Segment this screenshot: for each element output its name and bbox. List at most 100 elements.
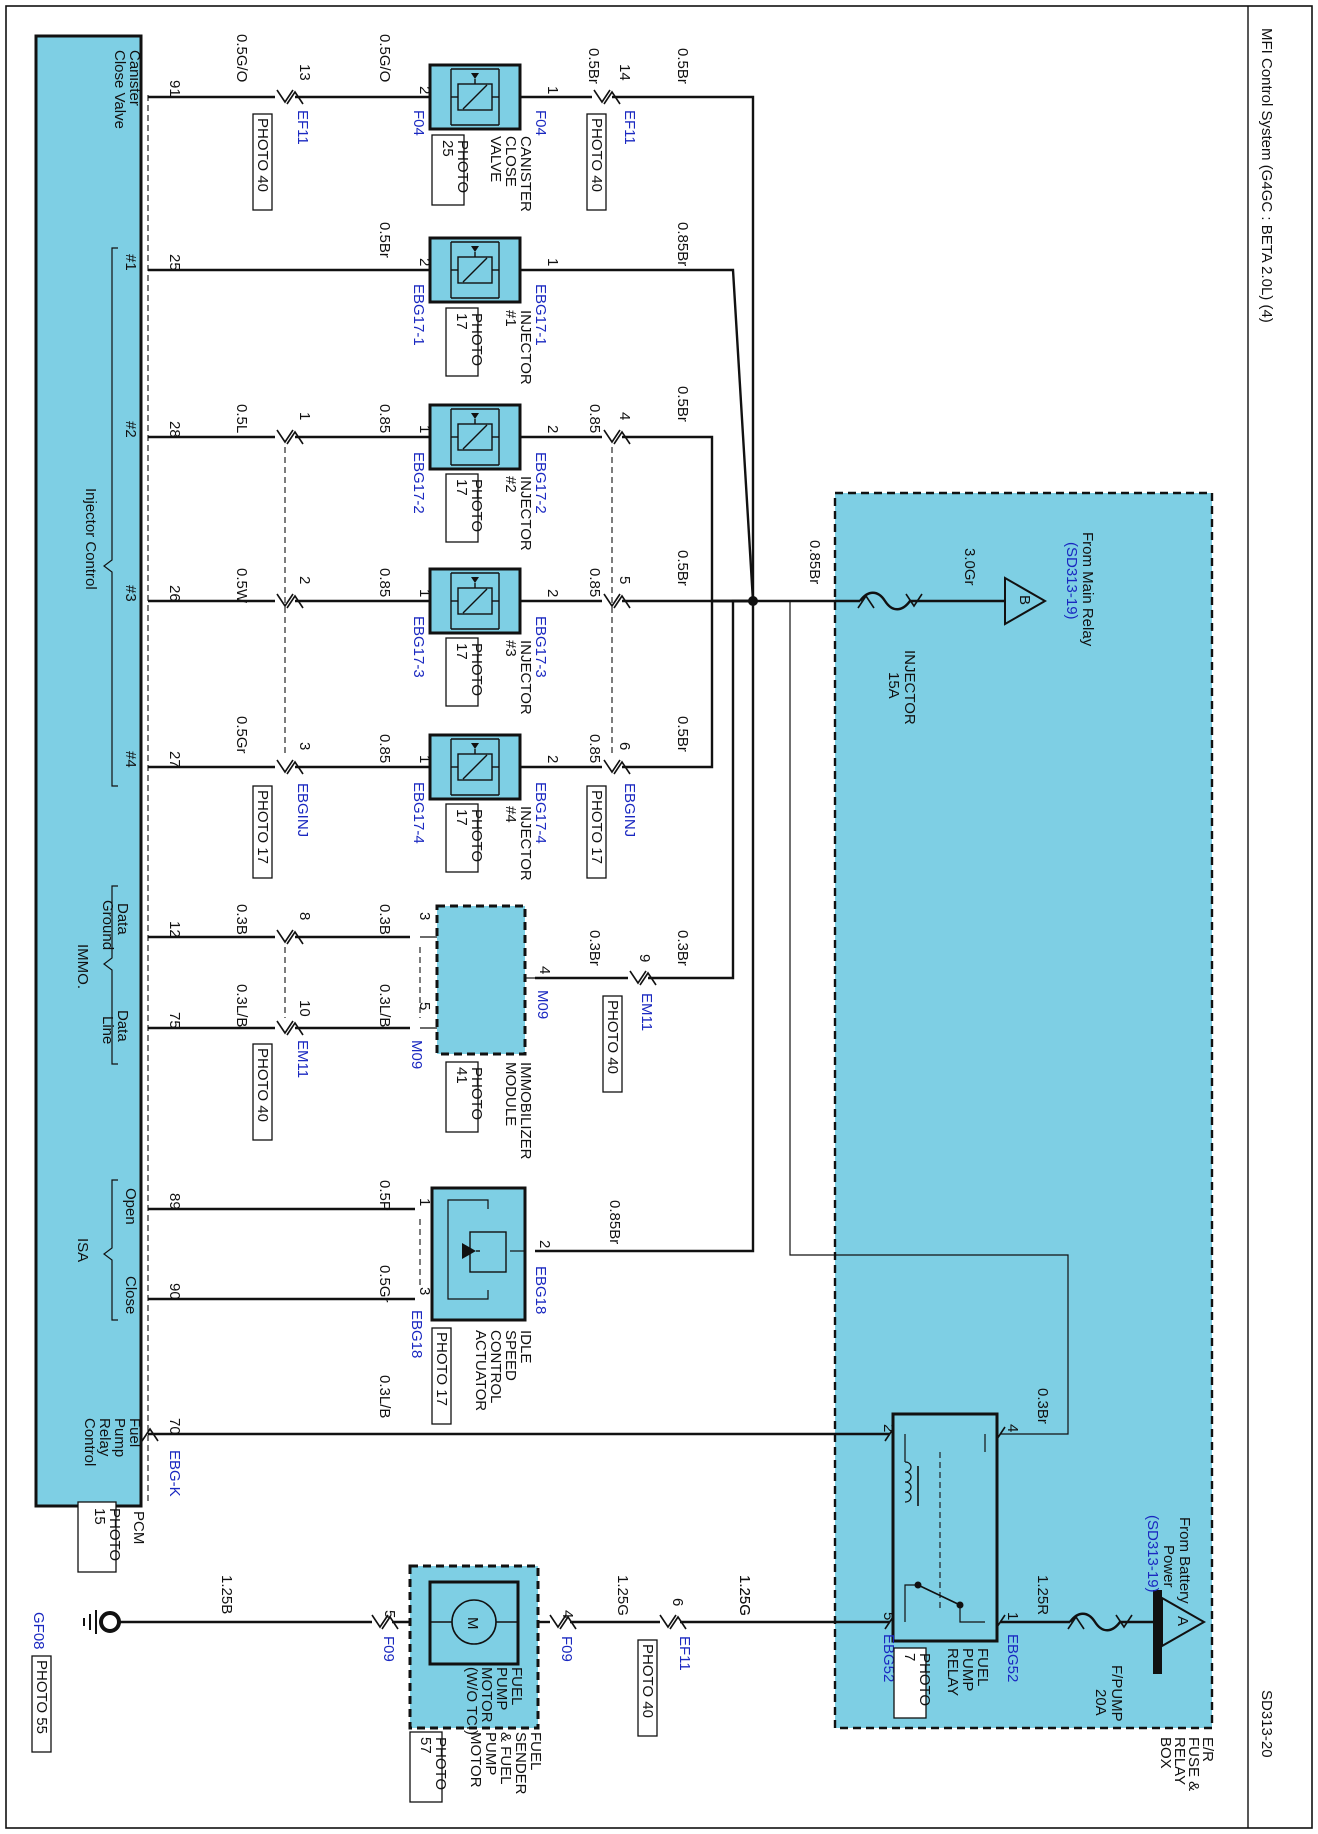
svg-text:8: 8 — [296, 912, 313, 920]
svg-text:PHOTO 40: PHOTO 40 — [639, 1644, 656, 1718]
battery-source: A From Battery Power (SD313-19) — [1144, 1515, 1207, 1648]
svg-text:PHOTO 40: PHOTO 40 — [588, 118, 605, 192]
svg-text:5: 5 — [880, 1612, 897, 1620]
page-frame — [5, 5, 1313, 1829]
svg-text:PHOTO: PHOTO — [468, 643, 485, 696]
pcm-module — [34, 34, 143, 1508]
svg-text:#1: #1 — [122, 254, 139, 271]
svg-text:9: 9 — [636, 954, 653, 962]
immobilizer-module: 4 M09 3 5 M09 IMMOBILIZER MODULE PHOTO 4… — [408, 904, 553, 1160]
svg-text:PHOTO 40: PHOTO 40 — [254, 1048, 271, 1122]
svg-text:13: 13 — [296, 64, 313, 81]
svg-text:1: 1 — [416, 755, 433, 763]
svg-text:EBG18: EBG18 — [408, 1310, 425, 1358]
fuse-box-label: E/R FUSE & RELAY BOX — [1157, 1737, 1216, 1791]
svg-text:0.5Br: 0.5Br — [674, 48, 691, 84]
injector-4: 2 1 EBG17-4 EBG17-4 INJECTOR #4 PHOTO 17… — [233, 716, 691, 881]
svg-text:6: 6 — [616, 742, 633, 750]
svg-text:FUEL: FUEL — [974, 1648, 991, 1686]
svg-text:0.85Br: 0.85Br — [806, 540, 823, 584]
svg-text:0.85: 0.85 — [586, 568, 603, 597]
svg-text:17: 17 — [453, 479, 470, 496]
svg-text:Canister: Canister — [126, 50, 143, 106]
svg-text:0.3B: 0.3B — [233, 904, 250, 935]
svg-text:0.3B: 0.3B — [376, 904, 393, 935]
svg-text:2: 2 — [416, 86, 433, 94]
svg-text:(SD313-19): (SD313-19) — [1063, 542, 1080, 620]
svg-text:PHOTO: PHOTO — [468, 479, 485, 532]
svg-text:0.85: 0.85 — [586, 404, 603, 433]
svg-text:PHOTO: PHOTO — [468, 1067, 485, 1120]
svg-text:PUMP: PUMP — [493, 1667, 510, 1710]
svg-text:FUEL: FUEL — [527, 1732, 544, 1770]
svg-text:M: M — [464, 1617, 481, 1630]
svg-text:1.25R: 1.25R — [1034, 1575, 1051, 1615]
idle-speed-control-actuator: 2 EBG18 1 3 EBG18 IDLE SPEED CONTROL ACT… — [408, 1186, 553, 1425]
svg-text:PHOTO: PHOTO — [916, 1653, 933, 1706]
svg-text:F09: F09 — [380, 1636, 397, 1662]
svg-text:FUEL: FUEL — [508, 1667, 525, 1705]
svg-text:2: 2 — [544, 589, 561, 597]
canister-close-valve: 1 2 F04 F04 CANISTER CLOSE VALVE PHOTO 2… — [410, 63, 561, 212]
svg-text:M09: M09 — [408, 1040, 425, 1069]
svg-text:#3: #3 — [502, 640, 519, 657]
svg-text:1: 1 — [544, 86, 561, 94]
svg-text:EBG17-2: EBG17-2 — [410, 452, 427, 514]
svg-text:EF11: EF11 — [621, 110, 638, 145]
svg-text:FUSE &: FUSE & — [1185, 1737, 1202, 1791]
svg-text:EBG17-1: EBG17-1 — [410, 284, 427, 346]
svg-text:1.25G: 1.25G — [614, 1575, 631, 1616]
svg-text:#2: #2 — [502, 476, 519, 493]
svg-text:0.5W: 0.5W — [233, 568, 250, 604]
svg-text:20A: 20A — [1092, 1689, 1109, 1716]
svg-text:4: 4 — [1004, 1424, 1021, 1432]
svg-text:4: 4 — [616, 412, 633, 420]
svg-text:CANISTER: CANISTER — [517, 136, 534, 212]
svg-text:CONTROL: CONTROL — [487, 1330, 504, 1403]
svg-text:#2: #2 — [122, 421, 139, 438]
svg-text:EBG17-2: EBG17-2 — [532, 452, 549, 514]
svg-text:EBG17-4: EBG17-4 — [410, 782, 427, 844]
svg-text:(W/O TCI): (W/O TCI) — [463, 1667, 480, 1735]
svg-text:#1: #1 — [502, 310, 519, 327]
svg-text:F04: F04 — [532, 110, 549, 136]
svg-text:90: 90 — [166, 1283, 183, 1300]
fuel-sender-pump: M FUEL PUMP MOTOR (W/O TCI) FUEL SENDER … — [408, 1564, 544, 1803]
svg-text:7: 7 — [901, 1653, 918, 1661]
svg-text:INJECTOR: INJECTOR — [517, 310, 534, 385]
svg-text:Relay: Relay — [96, 1418, 113, 1457]
svg-text:0.5Br: 0.5Br — [585, 48, 602, 84]
svg-text:MOTOR: MOTOR — [467, 1732, 484, 1788]
svg-text:INJECTOR: INJECTOR — [517, 476, 534, 551]
svg-text:Close Valve: Close Valve — [111, 50, 128, 129]
svg-text:PHOTO: PHOTO — [468, 809, 485, 862]
svg-text:PHOTO: PHOTO — [454, 140, 471, 193]
main-relay-source: B From Main Relay (SD313-19) 3.0Gr — [961, 532, 1096, 647]
svg-text:28: 28 — [166, 421, 183, 438]
svg-text:From Battery: From Battery — [1176, 1517, 1193, 1604]
svg-text:& FUEL: & FUEL — [497, 1732, 514, 1785]
pcm-labels: Canister Close Valve #1 #2 #3 #4 Data Gr… — [74, 50, 183, 1573]
svg-text:#3: #3 — [122, 585, 139, 602]
svg-text:1: 1 — [544, 258, 561, 266]
svg-text:3: 3 — [416, 1287, 433, 1295]
svg-text:Open: Open — [122, 1188, 139, 1225]
svg-text:26: 26 — [166, 585, 183, 602]
svg-text:2: 2 — [544, 755, 561, 763]
svg-text:PHOTO 40: PHOTO 40 — [254, 118, 271, 192]
svg-text:PHOTO 17: PHOTO 17 — [254, 790, 271, 864]
svg-text:Fuel: Fuel — [126, 1418, 143, 1447]
svg-text:PHOTO 17: PHOTO 17 — [433, 1332, 450, 1406]
svg-text:27: 27 — [166, 751, 183, 768]
page-title: MFI Control System (G4GC : BETA 2.0L) (4… — [1258, 28, 1275, 323]
battery-bus — [1153, 1590, 1162, 1674]
svg-text:0.5L: 0.5L — [233, 404, 250, 433]
svg-text:3: 3 — [416, 912, 433, 920]
svg-text:6: 6 — [669, 1598, 686, 1606]
svg-text:INJECTOR: INJECTOR — [517, 806, 534, 881]
svg-text:F04: F04 — [410, 110, 427, 136]
svg-text:(SD313-19): (SD313-19) — [1144, 1515, 1161, 1593]
svg-text:0.3L/B: 0.3L/B — [376, 1375, 393, 1418]
svg-text:BOX: BOX — [1157, 1737, 1174, 1769]
injector-1: 1 2 EBG17-1 EBG17-1 INJECTOR #1 PHOTO 17… — [376, 222, 691, 385]
